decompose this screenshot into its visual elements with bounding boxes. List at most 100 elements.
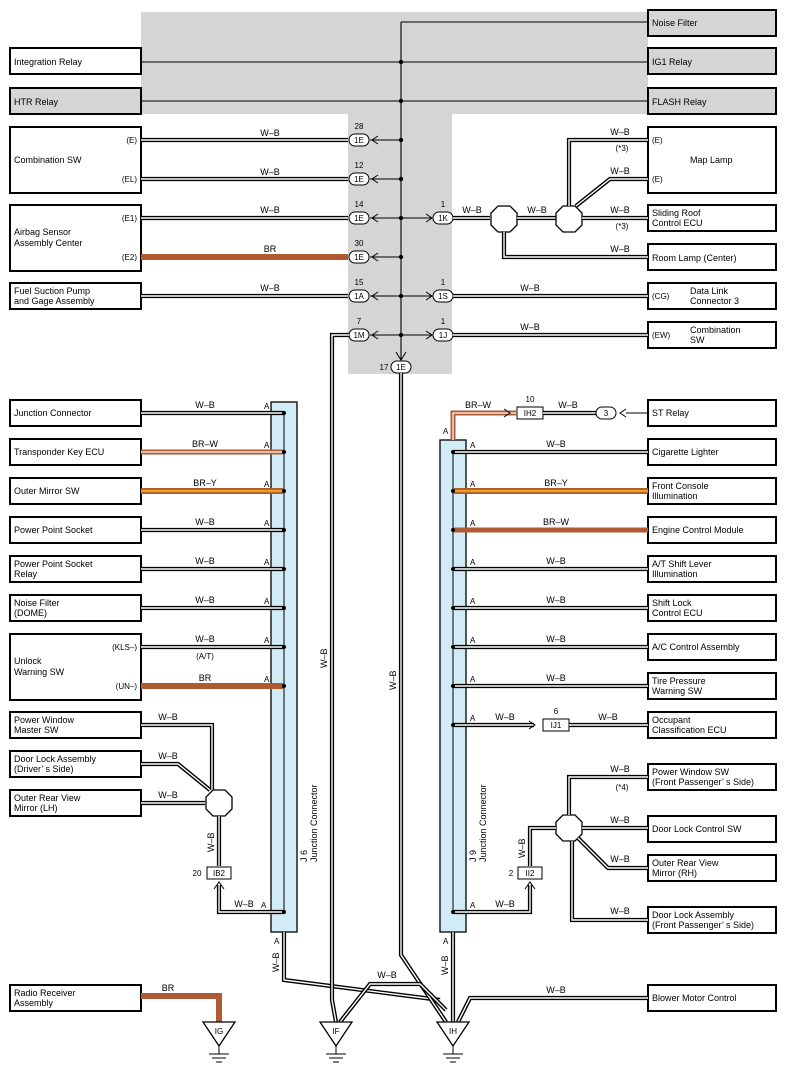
svg-text:W–B: W–B: [260, 128, 280, 138]
svg-text:1E: 1E: [354, 214, 364, 223]
svg-text:(UN–): (UN–): [116, 682, 138, 691]
svg-text:Tire Pressure: Tire Pressure: [652, 676, 706, 686]
svg-text:1J: 1J: [439, 331, 447, 340]
svg-text:Data Link: Data Link: [690, 286, 729, 296]
svg-text:A: A: [470, 714, 476, 723]
svg-text:W–B: W–B: [319, 648, 329, 668]
fuel-suction-box: Fuel Suction Pump and Gage Assembly: [9, 282, 142, 310]
svg-text:W–B: W–B: [495, 899, 515, 909]
junction-connector-row: Junction Connector: [9, 399, 142, 427]
svg-text:Blower Motor Control: Blower Motor Control: [652, 993, 737, 1003]
svg-text:1A: 1A: [354, 292, 364, 301]
svg-text:1E: 1E: [396, 363, 406, 372]
svg-text:Door Lock Control SW: Door Lock Control SW: [652, 824, 742, 834]
svg-text:W–B: W–B: [546, 439, 566, 449]
noise-filter-box: Noise Filter: [647, 9, 777, 37]
svg-text:15: 15: [355, 278, 364, 287]
connector-3: 3: [595, 406, 617, 420]
shift-lock-box: Shift Lock Control ECU: [647, 594, 777, 622]
svg-text:A: A: [264, 441, 270, 450]
svg-text:(*4): (*4): [616, 783, 629, 792]
flash-relay-box: FLASH Relay: [647, 87, 777, 115]
room-lamp-box: Room Lamp (Center): [647, 243, 777, 271]
svg-text:W–B: W–B: [388, 670, 398, 690]
svg-text:Noise Filter: Noise Filter: [14, 598, 60, 608]
outer-mirror-sw-box: Outer Mirror SW: [9, 477, 142, 505]
svg-text:W–B: W–B: [610, 906, 630, 916]
svg-text:10: 10: [526, 395, 535, 404]
svg-text:Outer Mirror SW: Outer Mirror SW: [14, 486, 80, 496]
svg-text:W–B: W–B: [610, 127, 630, 137]
svg-text:W–B: W–B: [260, 205, 280, 215]
svg-text:Power Window: Power Window: [14, 715, 75, 725]
svg-text:3: 3: [604, 409, 609, 418]
door-lock-driver-box: Door Lock Assembly (Driver’ s Side): [9, 750, 142, 778]
svg-text:Cigarette Lighter: Cigarette Lighter: [652, 447, 719, 457]
svg-text:7: 7: [357, 317, 362, 326]
gray-bus-area: [141, 12, 648, 374]
svg-text:Connector 3: Connector 3: [690, 296, 739, 306]
svg-text:W–B: W–B: [546, 556, 566, 566]
svg-text:Sliding Roof: Sliding Roof: [652, 208, 701, 218]
ground-ih: IH: [435, 1021, 471, 1063]
ac-control-box: A/C Control Assembly: [647, 633, 777, 661]
svg-text:Junction Connector: Junction Connector: [478, 784, 488, 862]
svg-text:Transponder Key ECU: Transponder Key ECU: [14, 447, 104, 457]
svg-text:FLASH Relay: FLASH Relay: [652, 97, 707, 107]
svg-text:Warning SW: Warning SW: [652, 686, 703, 696]
svg-text:1E: 1E: [354, 253, 364, 262]
door-lock-control-box: Door Lock Control SW: [647, 815, 777, 843]
airbag-sensor-box: Airbag Sensor Assembly Center (E1) (E2): [9, 204, 142, 272]
svg-text:A: A: [443, 427, 449, 436]
svg-text:Fuel Suction Pump: Fuel Suction Pump: [14, 286, 90, 296]
svg-text:W–B: W–B: [558, 400, 578, 410]
svg-text:W–B: W–B: [520, 283, 540, 293]
svg-text:A: A: [470, 675, 476, 684]
svg-text:Illumination: Illumination: [652, 491, 698, 501]
svg-text:W–B: W–B: [610, 244, 630, 254]
connector-1k: 1 1K: [425, 200, 454, 225]
svg-text:Relay: Relay: [14, 569, 38, 579]
svg-text:BR–Y: BR–Y: [193, 478, 217, 488]
svg-text:W–B: W–B: [546, 595, 566, 605]
ground-if: IF: [318, 1021, 354, 1063]
svg-text:Assembly: Assembly: [14, 998, 54, 1008]
connector-1e-17: 17 1E: [380, 351, 412, 374]
svg-text:(E): (E): [652, 175, 663, 184]
svg-text:W–B: W–B: [546, 673, 566, 683]
svg-text:Illumination: Illumination: [652, 569, 698, 579]
svg-text:Power Window SW: Power Window SW: [652, 767, 730, 777]
svg-text:Mirror (RH): Mirror (RH): [652, 868, 697, 878]
front-console-box: Front Console Illumination: [647, 477, 777, 505]
svg-text:A: A: [470, 597, 476, 606]
svg-text:J 6: J 6: [299, 850, 309, 862]
svg-text:Airbag Sensor: Airbag Sensor: [14, 227, 71, 237]
svg-text:17: 17: [380, 363, 389, 372]
tire-pressure-box: Tire Pressure Warning SW: [647, 672, 777, 700]
svg-text:(A/T): (A/T): [196, 652, 214, 661]
svg-text:A: A: [264, 519, 270, 528]
cigarette-lighter-box: Cigarette Lighter: [647, 438, 777, 466]
svg-text:Shift Lock: Shift Lock: [652, 598, 692, 608]
at-shift-lever-box: A/T Shift Lever Illumination: [647, 555, 777, 583]
svg-text:(*3): (*3): [616, 222, 629, 231]
svg-text:(E): (E): [126, 136, 137, 145]
svg-text:30: 30: [355, 239, 364, 248]
integration-relay-box: Integration Relay: [9, 47, 142, 75]
noise-filter-dome-box: Noise Filter (DOME): [9, 594, 142, 622]
svg-text:Combination SW: Combination SW: [14, 155, 82, 165]
sliding-roof-box: Sliding Roof Control ECU: [647, 204, 777, 232]
connector-1j: 1 1J: [425, 317, 454, 342]
svg-text:W–B: W–B: [462, 205, 482, 215]
door-lock-fp-box: Door Lock Assembly (Front Passenger’ s S…: [647, 906, 777, 934]
svg-text:1K: 1K: [438, 214, 448, 223]
svg-text:Room Lamp (Center): Room Lamp (Center): [652, 253, 737, 263]
svg-text:Door Lock Assembly: Door Lock Assembly: [652, 910, 735, 920]
svg-text:W–B: W–B: [610, 815, 630, 825]
svg-text:1: 1: [441, 317, 446, 326]
svg-text:14: 14: [355, 200, 364, 209]
svg-text:W–B: W–B: [195, 595, 215, 605]
svg-text:Outer Rear View: Outer Rear View: [652, 858, 719, 868]
svg-text:Power Point Socket: Power Point Socket: [14, 525, 93, 535]
